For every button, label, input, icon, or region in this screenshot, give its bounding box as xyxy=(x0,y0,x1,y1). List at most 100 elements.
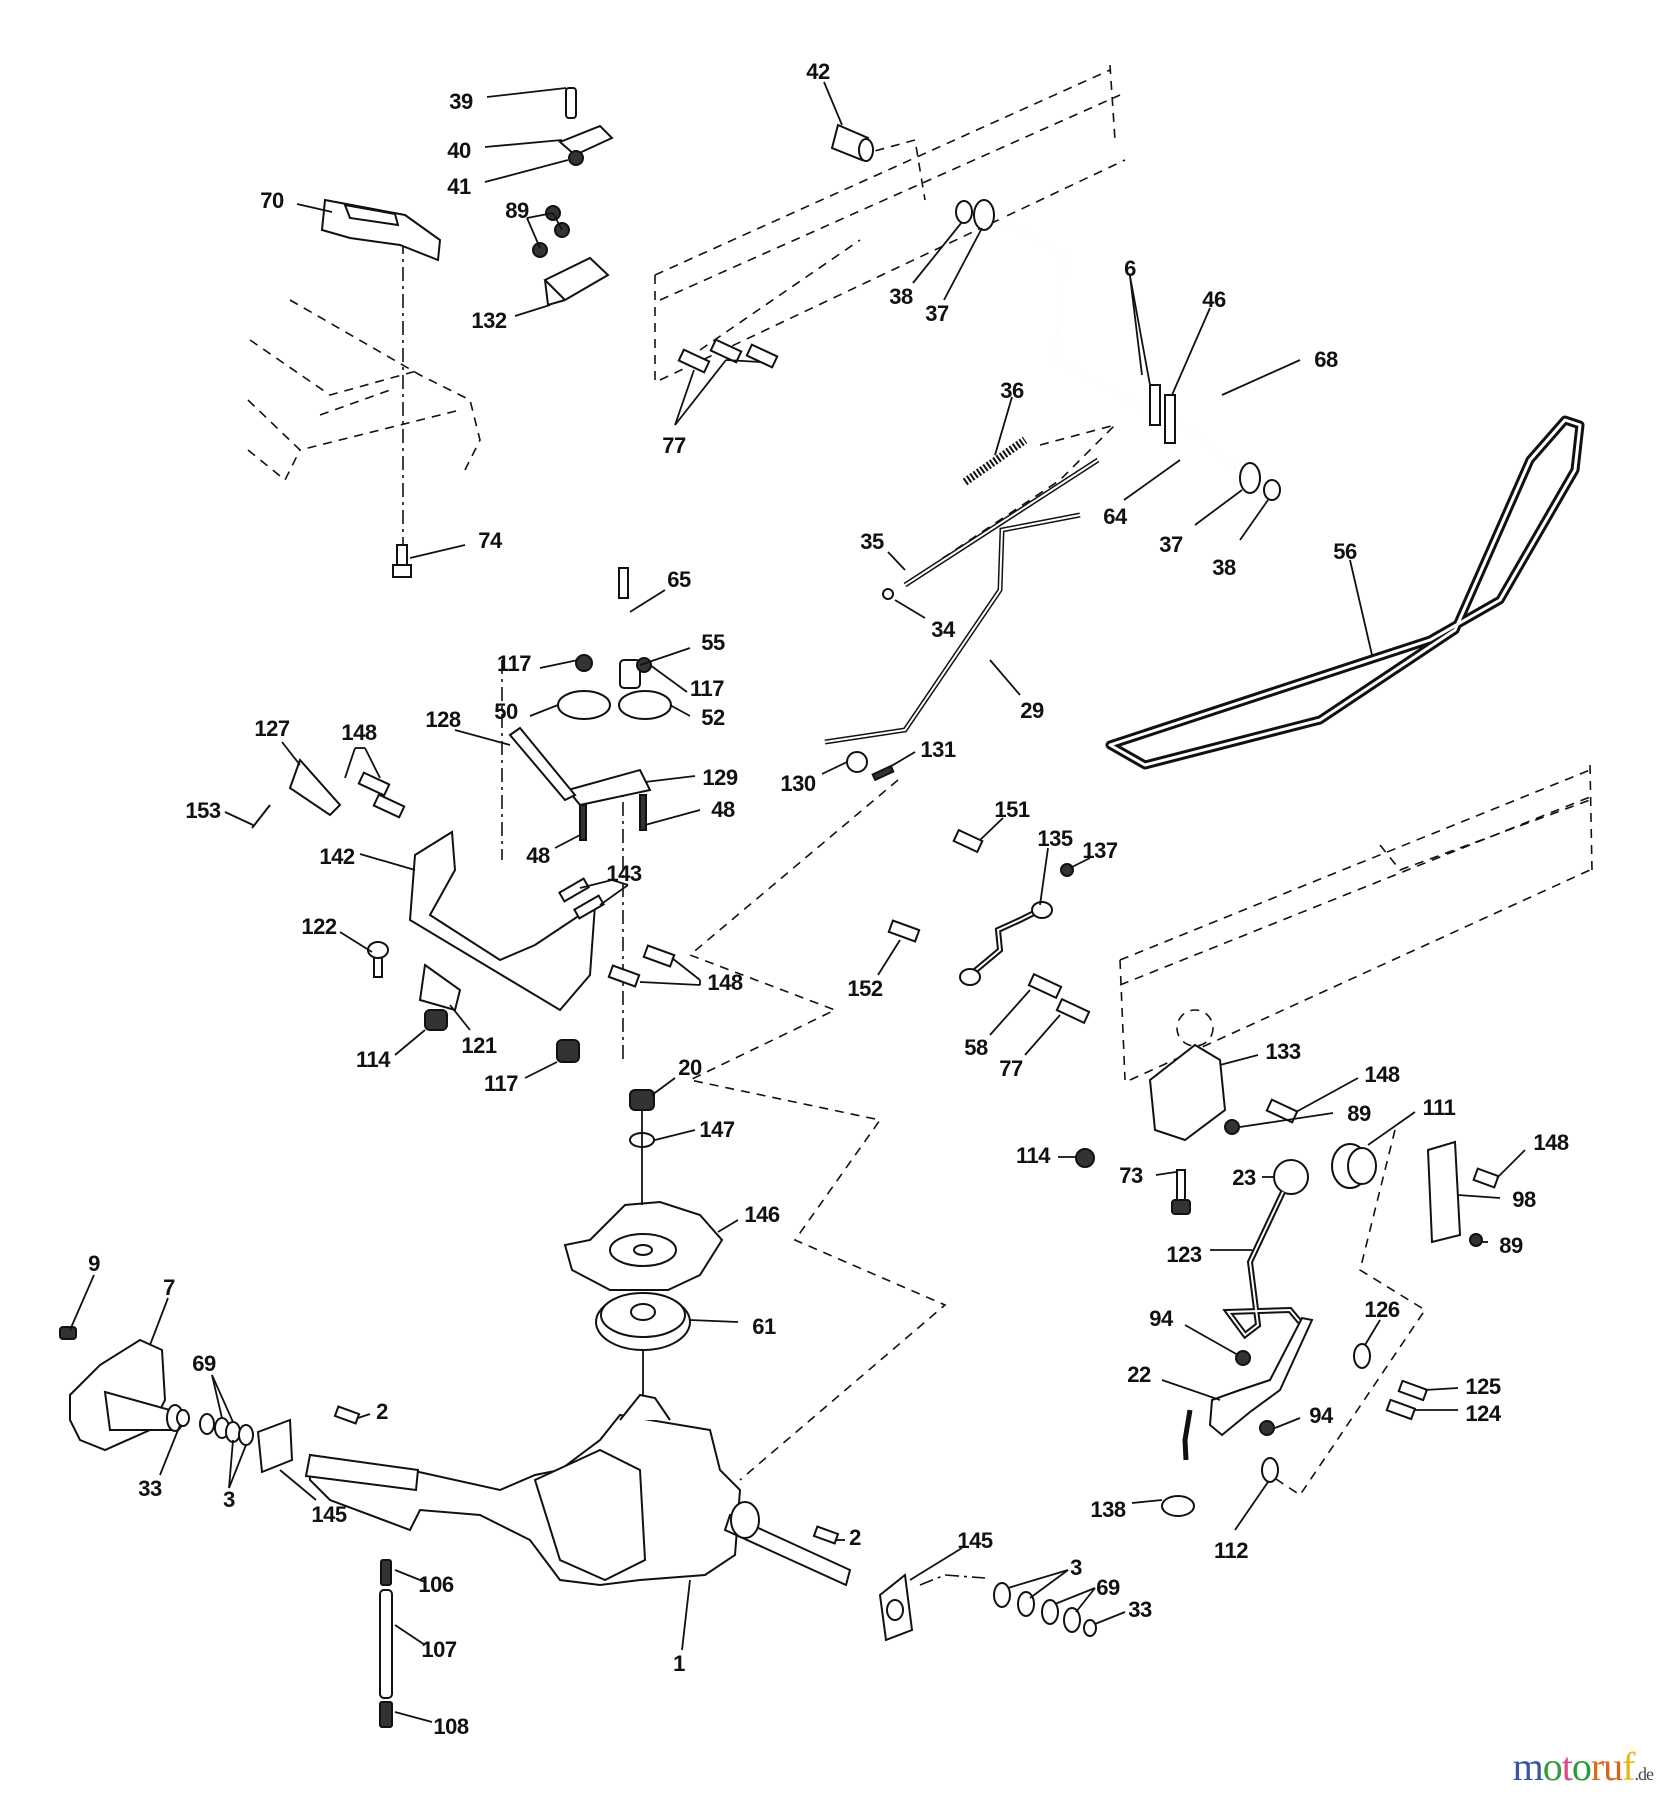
leader-line-c64 xyxy=(1123,459,1181,501)
leader-line-c34 xyxy=(894,599,926,619)
leader-line-c89a xyxy=(552,212,563,231)
leader-line-c1 xyxy=(681,1579,691,1651)
callout-34: 34 xyxy=(931,617,956,642)
callout-148: 148 xyxy=(1533,1130,1568,1155)
callout-1: 1 xyxy=(673,1651,685,1676)
leader-line-c9 xyxy=(69,1274,95,1331)
leader-line-c132 xyxy=(514,304,551,317)
callout-9: 9 xyxy=(88,1251,100,1276)
leader-line-c74 xyxy=(409,544,466,559)
leader-line-c111 xyxy=(1367,1111,1416,1146)
leader-line-c129 xyxy=(644,775,696,783)
leader-line-c148a xyxy=(364,747,381,779)
leader-line-c33a xyxy=(159,1424,181,1476)
leader-line-c89a xyxy=(526,217,541,249)
part-clamp-bolt-39 xyxy=(558,87,614,166)
watermark-letter: u xyxy=(1603,1744,1623,1789)
fender-outline xyxy=(247,299,481,482)
part-plate-133 xyxy=(1148,1043,1299,1142)
leader-line-c122 xyxy=(339,931,373,953)
leader-line-c50 xyxy=(529,704,559,717)
part-fan-146 xyxy=(563,1200,724,1291)
leader-line-c146 xyxy=(717,1219,739,1233)
leader-line-c133 xyxy=(1219,1054,1259,1066)
callout-61: 61 xyxy=(752,1314,776,1339)
part-washers-3-33-69-left xyxy=(176,1409,254,1446)
leader-line-c117b xyxy=(649,664,688,693)
leader-line-c152 xyxy=(877,939,901,976)
callout-69: 69 xyxy=(192,1351,216,1376)
leader-line-c7 xyxy=(149,1297,169,1346)
callout-37: 37 xyxy=(925,301,949,326)
callout-37: 37 xyxy=(1159,532,1183,557)
callout-147: 147 xyxy=(699,1117,734,1142)
callout-89: 89 xyxy=(505,198,529,223)
leader-line-c143 xyxy=(599,884,629,906)
leader-line-c56 xyxy=(1349,559,1373,656)
callout-58: 58 xyxy=(964,1035,988,1060)
leader-line-c138 xyxy=(1131,1499,1163,1504)
watermark-letter: m xyxy=(1512,1744,1544,1789)
part-idler-pulleys-50-52 xyxy=(508,567,672,841)
leader-line-c143 xyxy=(611,879,629,886)
watermark-suffix: .de xyxy=(1634,1764,1654,1784)
leader-line-c41 xyxy=(484,159,569,183)
leader-line-c112 xyxy=(1234,1481,1269,1531)
frame-rail-upper xyxy=(654,64,1126,381)
callout-46: 46 xyxy=(1202,287,1226,312)
leader-line-c69b xyxy=(1054,1587,1096,1605)
callout-77: 77 xyxy=(662,433,686,458)
callout-29: 29 xyxy=(1020,698,1044,723)
watermark-letter: t xyxy=(1561,1744,1573,1789)
callout-108: 108 xyxy=(433,1714,468,1739)
leader-line-c37b xyxy=(1194,489,1243,526)
leader-line-c42 xyxy=(823,81,843,126)
callout-20: 20 xyxy=(678,1055,702,1080)
callout-2: 2 xyxy=(849,1525,861,1550)
callout-68: 68 xyxy=(1314,347,1338,372)
callout-50: 50 xyxy=(494,699,518,724)
leader-line-c130 xyxy=(821,761,848,775)
callout-145: 145 xyxy=(957,1528,992,1553)
callout-42: 42 xyxy=(806,59,830,84)
callout-121: 121 xyxy=(461,1033,496,1058)
callout-124: 124 xyxy=(1465,1401,1501,1426)
callout-56: 56 xyxy=(1333,539,1357,564)
leader-line-c33b xyxy=(1094,1611,1126,1625)
callout-117: 117 xyxy=(690,676,724,701)
part-pulley-61 xyxy=(595,1292,691,1410)
leader-line-c108 xyxy=(394,1711,433,1723)
callout-38: 38 xyxy=(1212,555,1236,580)
leader-line-c52 xyxy=(669,704,691,717)
callout-148: 148 xyxy=(707,970,742,995)
leader-line-c68 xyxy=(1221,359,1301,396)
leader-line-c3b xyxy=(1029,1569,1069,1599)
callout-122: 122 xyxy=(301,914,336,939)
callout-33: 33 xyxy=(138,1476,162,1501)
leader-line-c128 xyxy=(454,729,511,746)
callout-127: 127 xyxy=(254,716,289,741)
leader-line-c29 xyxy=(989,659,1021,696)
part-bracket-142 xyxy=(251,758,597,1012)
leader-line-c55 xyxy=(639,647,691,666)
callout-148: 148 xyxy=(341,720,376,745)
watermark-letter: o xyxy=(1542,1744,1563,1789)
part-link-135 xyxy=(887,828,1074,986)
part-bolts-143-148 xyxy=(558,877,676,988)
callout-98: 98 xyxy=(1512,1187,1536,1212)
leader-line-c70 xyxy=(296,203,333,213)
part-bracket-98 xyxy=(1426,1140,1500,1247)
leader-line-c148b xyxy=(671,957,701,981)
part-shift-lever-123 xyxy=(1222,1159,1309,1340)
leader-line-c46 xyxy=(1171,307,1211,396)
callout-3: 3 xyxy=(1070,1555,1082,1580)
leader-line-c6 xyxy=(1129,275,1151,386)
leader-line-c48a xyxy=(644,809,701,826)
callout-89: 89 xyxy=(1499,1233,1523,1258)
leader-line-c69a xyxy=(211,1374,223,1419)
leader-line-c35 xyxy=(887,551,906,571)
leader-line-c151 xyxy=(979,817,1004,841)
callout-38: 38 xyxy=(889,284,913,309)
callout-74: 74 xyxy=(478,528,503,553)
callout-41: 41 xyxy=(447,174,471,199)
